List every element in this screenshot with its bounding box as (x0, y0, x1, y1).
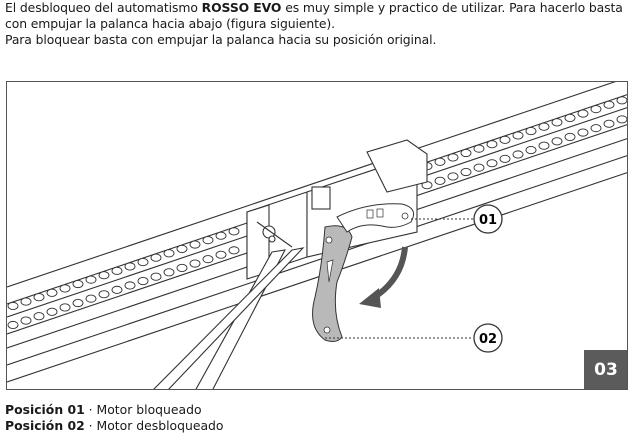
chain-link (33, 312, 45, 321)
chain-link (512, 150, 524, 159)
chain-link (486, 140, 498, 149)
legend-row: Posición 01 · Motor bloqueado (5, 402, 224, 418)
chain-link (137, 258, 149, 267)
chain-link (551, 118, 563, 127)
legend: Posición 01 · Motor bloqueado Posición 0… (5, 402, 224, 434)
chain-link (228, 227, 240, 236)
legend-separator: · (84, 418, 97, 433)
product-name: ROSSO EVO (201, 0, 282, 15)
chain-link (434, 176, 446, 185)
chain-link (59, 284, 71, 293)
chain-link (189, 240, 201, 249)
chain-link (20, 297, 32, 306)
intro-paragraph-1: El desbloqueo del automatismo ROSSO EVO … (5, 0, 633, 32)
legend-term: Posición 02 (5, 418, 85, 433)
chain-link (434, 157, 446, 166)
rail-lines (7, 82, 627, 383)
chain-link (473, 163, 485, 172)
chain-link (7, 301, 19, 311)
chain-link (202, 236, 214, 245)
chain-link (215, 231, 227, 240)
chain-link (20, 316, 32, 325)
intro-line1-post: es muy simple y practico de utilizar. Pa… (5, 0, 623, 31)
chain-link (564, 132, 576, 141)
chain-link (33, 293, 45, 302)
chain-link (525, 146, 537, 155)
legend-desc: Motor desbloqueado (96, 418, 224, 433)
chain-link (46, 288, 58, 297)
chain-link (215, 250, 227, 259)
chain-link (538, 122, 550, 131)
callout-01: 01 (473, 204, 503, 234)
legend-term: Posición 01 (5, 402, 85, 417)
chain-link (111, 266, 123, 275)
chain-link (577, 128, 589, 137)
chain-link (163, 249, 175, 258)
chain-link (525, 127, 537, 136)
lever-locked (336, 203, 414, 233)
chain-link (72, 298, 84, 308)
chain-left (7, 227, 240, 330)
callout-02: 02 (473, 323, 503, 353)
mechanism-illustration: 01 02 (7, 82, 627, 389)
legend-desc: Motor bloqueado (96, 402, 202, 417)
chain-link (176, 263, 188, 272)
intro-text: El desbloqueo del automatismo ROSSO EVO … (5, 0, 633, 48)
chain-link (7, 320, 19, 330)
callout-01-label: 01 (479, 213, 497, 228)
chain-link (46, 307, 58, 316)
chain-link (486, 159, 498, 168)
chain-link (512, 131, 524, 140)
chain-link (460, 167, 472, 177)
intro-line1-pre: El desbloqueo del automatismo (5, 0, 202, 15)
chain-link (473, 144, 485, 153)
chain-link (603, 119, 615, 128)
chain-link (176, 244, 188, 253)
chain-link (98, 271, 110, 280)
chain-link (85, 294, 97, 303)
arm-rod (153, 247, 305, 389)
chain-link (499, 135, 511, 144)
chain-link (577, 109, 589, 118)
chain-link (564, 113, 576, 122)
chain-link (124, 262, 136, 271)
chain-link (111, 285, 123, 294)
chain-link (616, 115, 627, 124)
chain-link (590, 105, 602, 114)
chain-link (460, 148, 472, 158)
chain-link (59, 303, 71, 312)
callout-leaders (325, 218, 473, 339)
chain-link (98, 290, 110, 299)
chain-link (85, 275, 97, 284)
legend-row: Posición 02 · Motor desbloqueado (5, 418, 224, 434)
chain-link (137, 277, 149, 286)
chain-link (124, 281, 136, 290)
figure-number-badge: 03 (584, 350, 627, 389)
chain-link (590, 124, 602, 133)
chain-link (202, 255, 214, 264)
chain-link (150, 272, 162, 281)
chain-link (616, 96, 627, 105)
callout-02-label: 02 (479, 332, 497, 347)
rotation-arrow (359, 246, 408, 308)
chain-link (538, 141, 550, 150)
chain-link (447, 172, 459, 181)
chain-link (447, 153, 459, 162)
legend-separator: · (84, 402, 97, 417)
chain-link (551, 137, 563, 146)
chain-link (189, 259, 201, 268)
chain-link (150, 253, 162, 262)
lever-unlocked (312, 225, 353, 342)
chain-link (163, 268, 175, 277)
chain-link (72, 279, 84, 289)
chain-link (499, 154, 511, 163)
chain-link (228, 246, 240, 255)
intro-paragraph-2: Para bloquear basta con empujar la palan… (5, 32, 437, 47)
chain-link (603, 100, 615, 109)
unlock-figure: 01 02 03 (6, 81, 628, 390)
